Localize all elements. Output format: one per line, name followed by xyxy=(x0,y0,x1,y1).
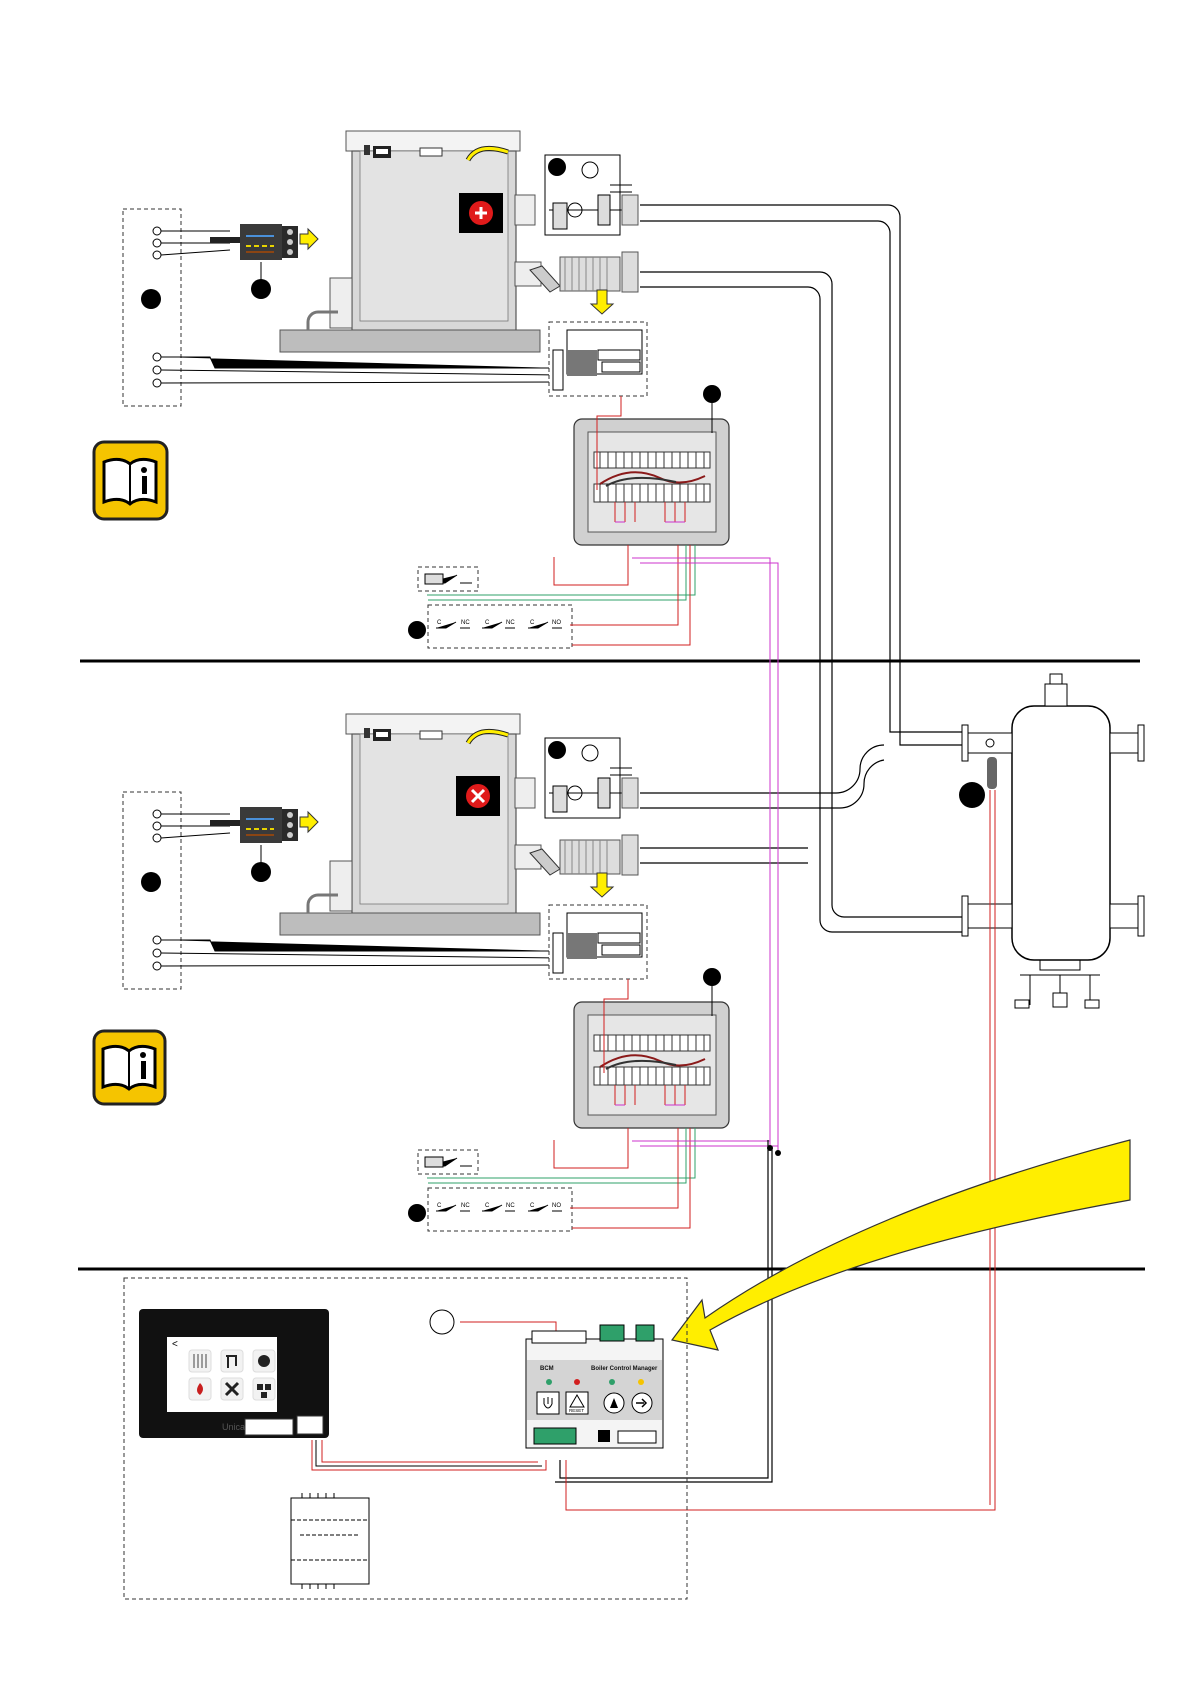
info-manual-icon xyxy=(94,1031,165,1104)
temperature-sensor xyxy=(430,1310,454,1334)
svg-text:C: C xyxy=(437,620,442,626)
yellow-pointer-arrow xyxy=(672,1140,1130,1350)
pump-button[interactable] xyxy=(604,1393,624,1413)
boiler-group-2 xyxy=(94,714,729,1231)
display-brand-label: Unical xyxy=(222,1422,247,1432)
radiator-icon[interactable] xyxy=(189,1350,211,1372)
hand-button[interactable] xyxy=(537,1392,559,1414)
tap-icon[interactable] xyxy=(221,1350,243,1372)
touch-display[interactable]: < Unical xyxy=(139,1309,329,1438)
flame-icon[interactable] xyxy=(189,1378,211,1400)
sun-icon[interactable] xyxy=(253,1350,275,1372)
bcm-label: BCM xyxy=(540,1366,554,1372)
svg-text:NC: NC xyxy=(461,620,470,626)
boiler-group-1 xyxy=(94,131,729,648)
svg-text:C: C xyxy=(485,1203,490,1209)
svg-text:NC: NC xyxy=(461,1203,470,1209)
boiler-control-manager[interactable]: BCM Boiler Control Manager RESET xyxy=(526,1325,663,1448)
svg-text:C: C xyxy=(530,1203,535,1209)
reset-button[interactable]: RESET xyxy=(566,1392,588,1414)
supply-pipe xyxy=(640,205,966,932)
svg-text:C: C xyxy=(437,1203,442,1209)
network-icon[interactable] xyxy=(253,1378,275,1400)
svg-text:NO: NO xyxy=(552,1203,561,1209)
reset-label: RESET xyxy=(569,1408,584,1413)
bcm-title: Boiler Control Manager xyxy=(591,1366,658,1372)
info-manual-icon xyxy=(94,442,167,519)
forward-button[interactable] xyxy=(632,1393,652,1413)
back-icon[interactable]: < xyxy=(172,1339,178,1350)
svg-text:NC: NC xyxy=(506,1203,515,1209)
tools-icon[interactable] xyxy=(221,1378,243,1400)
svg-text:C: C xyxy=(530,620,535,626)
svg-text:NO: NO xyxy=(552,620,561,626)
svg-text:NC: NC xyxy=(506,620,515,626)
svg-text:C: C xyxy=(485,620,490,626)
io-module xyxy=(291,1493,369,1589)
hydraulic-separator xyxy=(959,674,1144,1008)
